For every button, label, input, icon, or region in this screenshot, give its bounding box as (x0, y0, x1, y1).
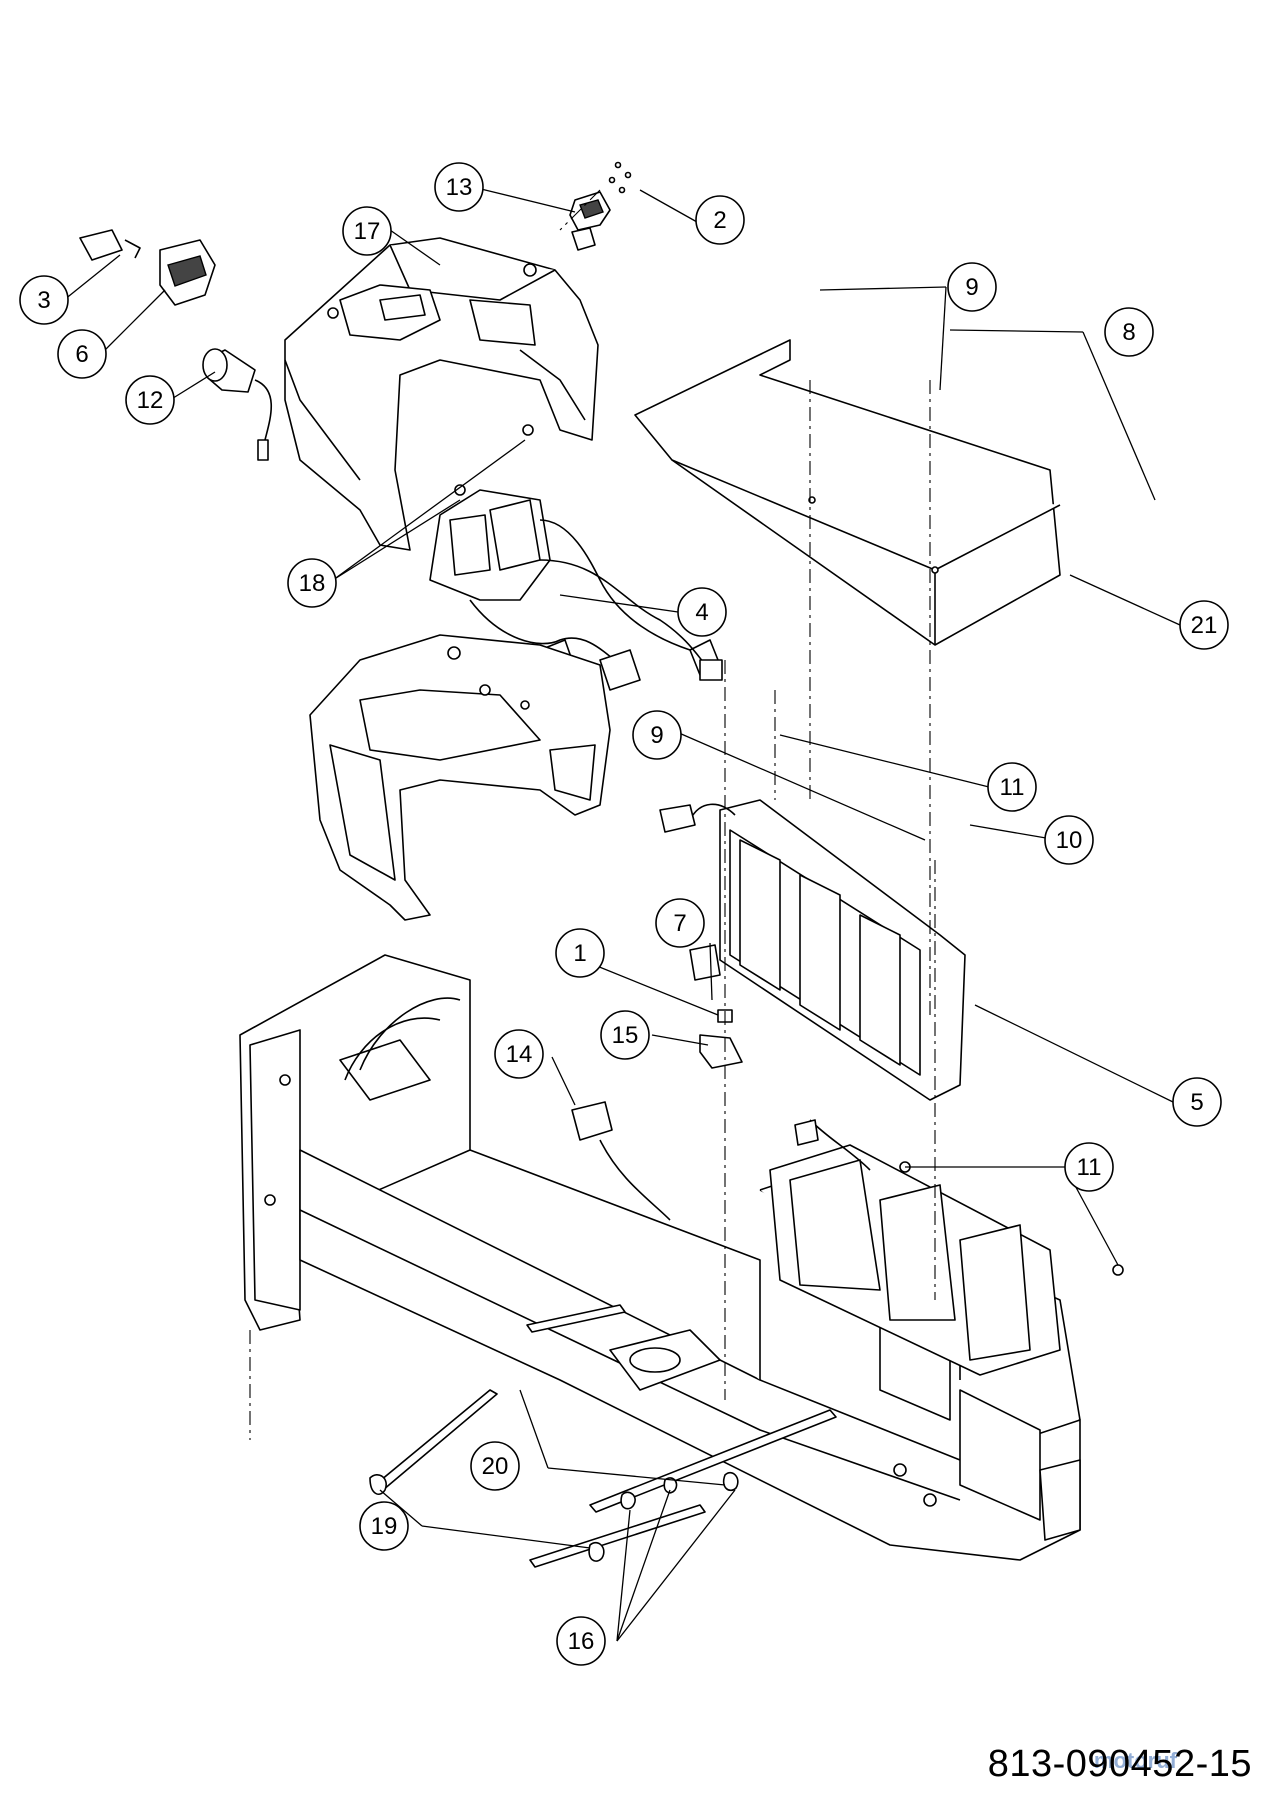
assembly-centerlines (249, 189, 936, 1440)
svg-text:12: 12 (137, 387, 164, 414)
callout-17: 17 (342, 206, 392, 256)
svg-text:1: 1 (573, 940, 586, 967)
switch-assembly (79, 229, 216, 306)
callout-21: 21 (1179, 600, 1229, 650)
axle-rods (369, 1304, 837, 1568)
svg-text:13: 13 (446, 174, 473, 201)
svg-text:11: 11 (1000, 774, 1025, 801)
callout-8: 8 (1104, 307, 1154, 357)
callout-10: 10 (1044, 815, 1094, 865)
svg-text:3: 3 (37, 287, 50, 314)
callout-13: 13 (434, 162, 484, 212)
svg-text:5: 5 (1190, 1089, 1203, 1116)
svg-text:7: 7 (673, 910, 686, 937)
svg-text:17: 17 (354, 218, 381, 245)
svg-text:15: 15 (612, 1022, 639, 1049)
callout-9: 9 (947, 262, 997, 312)
harness-connector (571, 1101, 671, 1221)
document-number: 813-090452-15 (987, 1743, 1252, 1785)
svg-text:18: 18 (299, 570, 326, 597)
callout-18: 18 (287, 558, 337, 608)
watermark: motoruf (1093, 1748, 1177, 1773)
controller-module (659, 799, 966, 1101)
svg-text:6: 6 (75, 341, 88, 368)
relay (699, 1009, 743, 1069)
callout-7: 7 (655, 898, 705, 948)
callout-5: 5 (1172, 1077, 1222, 1127)
leader-lines (63, 188, 1181, 1642)
lower-dash-frame (309, 634, 611, 921)
callout-4: 4 (677, 587, 727, 637)
callout-6: 6 (57, 329, 107, 379)
svg-text:19: 19 (371, 1513, 398, 1540)
ignition-switch (569, 161, 632, 251)
callout-19: 19 (359, 1501, 409, 1551)
battery-pack (769, 1119, 1124, 1376)
svg-text:8: 8 (1122, 319, 1135, 346)
callout-9b: 9 (632, 710, 682, 760)
svg-text:4: 4 (695, 599, 708, 626)
callout-20: 20 (470, 1441, 520, 1491)
callout-15: 15 (600, 1010, 650, 1060)
svg-text:2: 2 (713, 207, 726, 234)
callout-14: 14 (494, 1029, 544, 1079)
svg-text:20: 20 (482, 1453, 509, 1480)
callout-12: 12 (125, 375, 175, 425)
callout-3: 3 (19, 275, 69, 325)
battery-cover (634, 339, 1061, 646)
svg-text:11: 11 (1077, 1154, 1102, 1181)
svg-text:10: 10 (1056, 827, 1083, 854)
wire-harness (539, 559, 723, 681)
dash-housing (284, 237, 599, 551)
callout-11b: 11 (1064, 1142, 1114, 1192)
callout-1: 1 (555, 928, 605, 978)
svg-text:14: 14 (506, 1041, 533, 1068)
svg-text:16: 16 (568, 1628, 595, 1655)
svg-text:9: 9 (965, 274, 978, 301)
callout-16: 16 (556, 1616, 606, 1666)
power-socket (202, 348, 272, 461)
svg-text:9: 9 (650, 722, 663, 749)
callout-2: 2 (695, 195, 745, 245)
svg-text:21: 21 (1191, 612, 1218, 639)
callout-11: 11 (987, 762, 1037, 812)
